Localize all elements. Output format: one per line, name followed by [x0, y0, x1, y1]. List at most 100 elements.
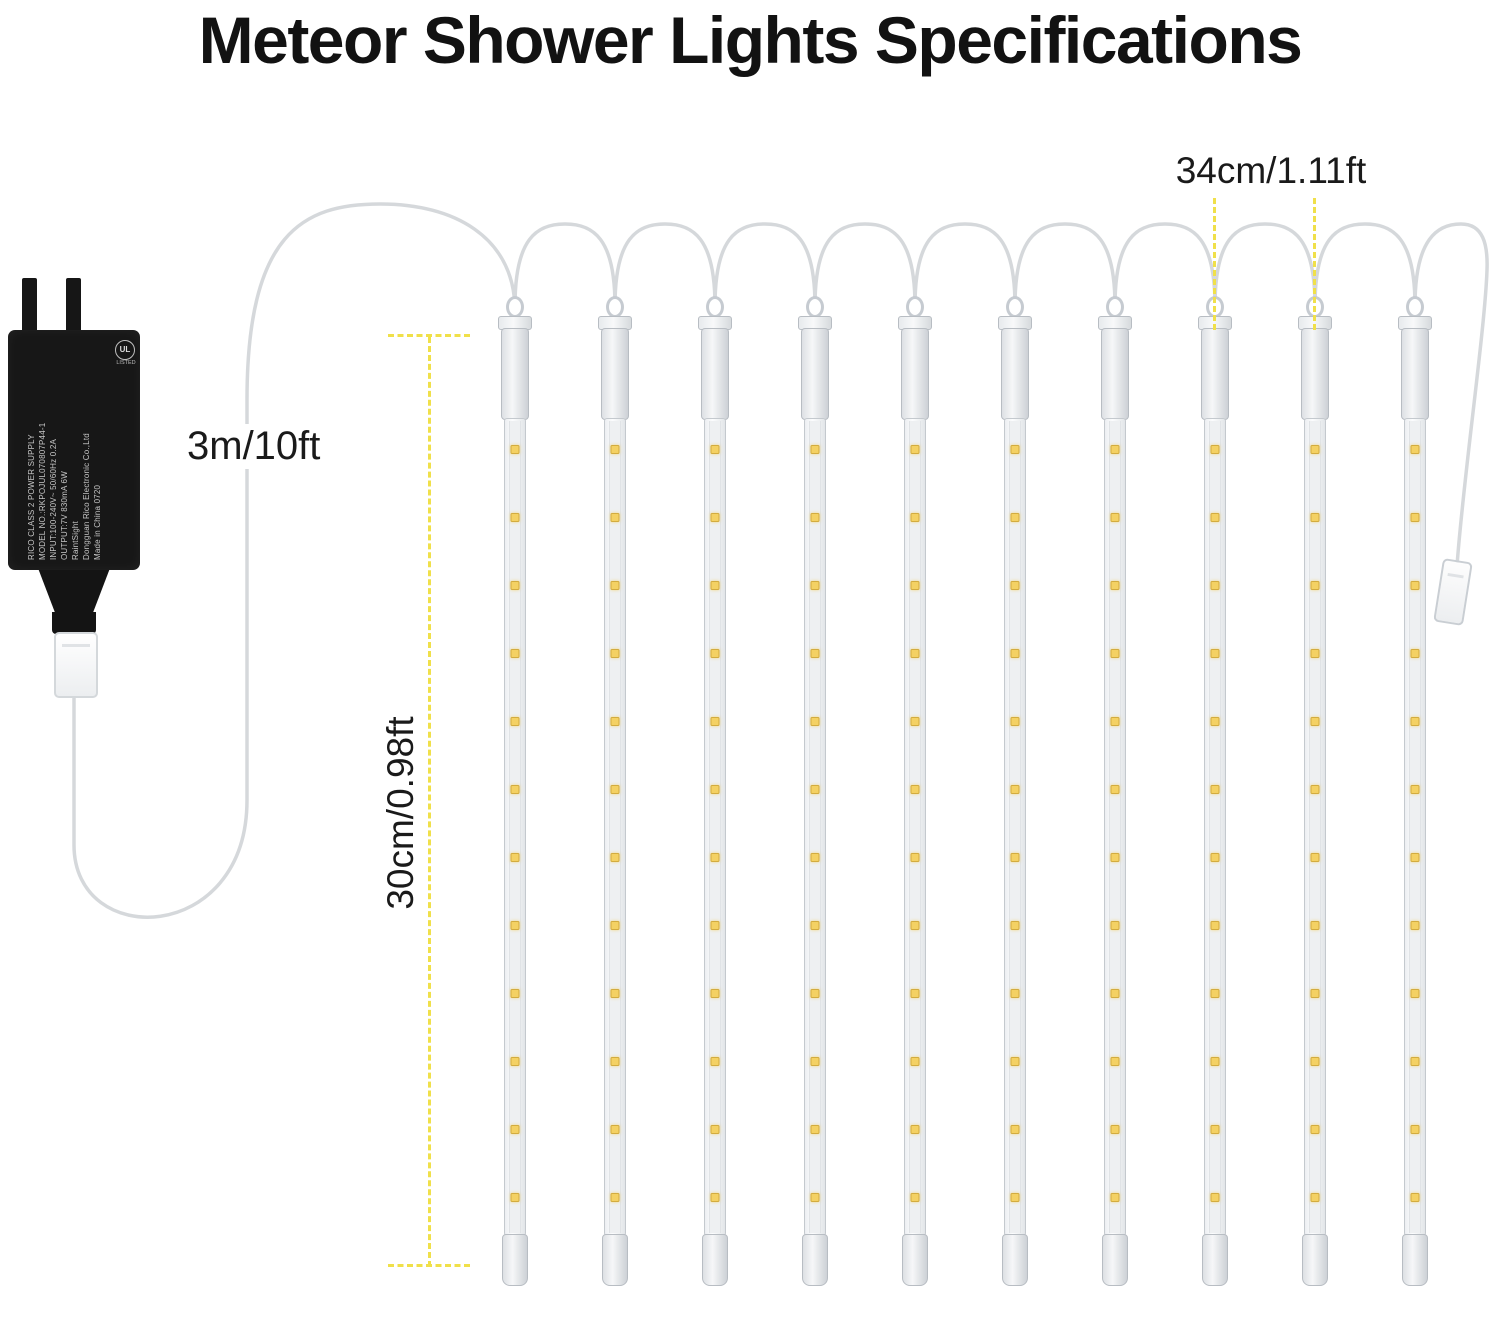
led-chip	[710, 1057, 720, 1066]
led-chip	[1010, 445, 1020, 454]
led-chip	[510, 581, 520, 590]
led-chip	[910, 989, 920, 998]
plug-prong	[66, 278, 81, 336]
led-chip	[710, 853, 720, 862]
tube-end-cap	[1102, 1234, 1128, 1286]
led-chip	[1210, 1193, 1220, 1202]
adapter-label-line: Dongguan Rico Electronic Co.,Ltd	[82, 433, 91, 560]
led-chip	[710, 989, 720, 998]
led-chip	[1110, 853, 1120, 862]
led-chip	[610, 1125, 620, 1134]
led-chip	[510, 513, 520, 522]
led-chip	[910, 649, 920, 658]
led-chip	[1310, 649, 1320, 658]
tube-spacing-label: 34cm/1.11ft	[1152, 150, 1390, 192]
hanging-loop	[806, 296, 824, 318]
led-chip	[1010, 1193, 1020, 1202]
tube-cap	[1201, 328, 1229, 420]
led-chip	[1410, 1057, 1420, 1066]
tube-length-label: 30cm/0.98ft	[380, 684, 422, 942]
tube-cap	[1101, 328, 1129, 420]
led-chip	[910, 921, 920, 930]
led-chip	[510, 1193, 520, 1202]
led-chip	[1410, 1193, 1420, 1202]
length-measure-tick-bottom	[388, 1264, 470, 1267]
led-chip	[1010, 1125, 1020, 1134]
hanging-loop	[606, 296, 624, 318]
led-tube	[1297, 296, 1333, 1291]
led-chip	[510, 785, 520, 794]
page-title: Meteor Shower Lights Specifications	[198, 3, 1303, 77]
led-tube	[1197, 296, 1233, 1291]
led-chip	[1410, 1125, 1420, 1134]
tube-body	[604, 418, 626, 1236]
led-chip	[1010, 853, 1020, 862]
power-adapter: RICO CLASS 2 POWER SUPPLY MODEL NO.:RKPO…	[8, 278, 158, 698]
tube-body	[504, 418, 526, 1236]
led-chip	[610, 581, 620, 590]
tube-end-cap	[1002, 1234, 1028, 1286]
adapter-label-line: MODEL NO.:RKPOJUL070807P44-1	[38, 422, 47, 560]
led-chip	[1110, 989, 1120, 998]
ul-certification-icon: UL	[115, 340, 135, 360]
led-chip	[1310, 1125, 1320, 1134]
led-chip	[1410, 445, 1420, 454]
dc-connector	[54, 632, 98, 698]
tube-cap	[1301, 328, 1329, 420]
led-chip	[1410, 989, 1420, 998]
led-chip	[910, 853, 920, 862]
led-chip	[1310, 513, 1320, 522]
led-chip	[1310, 1193, 1320, 1202]
led-chip	[1210, 1057, 1220, 1066]
led-chip	[510, 717, 520, 726]
plug-prong	[22, 278, 37, 336]
cable-length-label: 3m/10ft	[183, 424, 325, 469]
tube-body	[1404, 418, 1426, 1236]
led-chip	[1110, 1125, 1120, 1134]
led-tube	[997, 296, 1033, 1291]
led-tube	[897, 296, 933, 1291]
led-chip	[910, 513, 920, 522]
adapter-label-line: RICO CLASS 2 POWER SUPPLY	[27, 434, 36, 560]
led-chip	[910, 717, 920, 726]
led-chip	[810, 581, 820, 590]
led-chip	[710, 581, 720, 590]
led-chip	[710, 513, 720, 522]
tube-body	[704, 418, 726, 1236]
led-chip	[510, 445, 520, 454]
led-chip	[1010, 717, 1020, 726]
led-chip	[1210, 717, 1220, 726]
led-chip	[1410, 717, 1420, 726]
led-chip	[610, 717, 620, 726]
led-chip	[1310, 989, 1320, 998]
adapter-label-line: RaintSight	[71, 521, 80, 560]
tube-end-cap	[1402, 1234, 1428, 1286]
led-chip	[1310, 445, 1320, 454]
led-chip	[1110, 513, 1120, 522]
led-chip	[1410, 513, 1420, 522]
led-chip	[1110, 1057, 1120, 1066]
led-chip	[1410, 853, 1420, 862]
led-chip	[710, 921, 720, 930]
led-chip	[810, 649, 820, 658]
led-chip	[1310, 785, 1320, 794]
spacing-measure-line-left	[1213, 198, 1216, 330]
tube-end-cap	[702, 1234, 728, 1286]
led-chip	[1210, 513, 1220, 522]
led-chip	[610, 1193, 620, 1202]
adapter-label: RICO CLASS 2 POWER SUPPLY MODEL NO.:RKPO…	[26, 340, 122, 560]
tube-body	[1204, 418, 1226, 1236]
led-chip	[1110, 649, 1120, 658]
led-chip	[610, 989, 620, 998]
adapter-label-line: OUTPUT:7V 830mA 6W	[60, 471, 69, 560]
led-chip	[710, 445, 720, 454]
led-chip	[1310, 921, 1320, 930]
tube-cap	[501, 328, 529, 420]
led-chip	[1010, 649, 1020, 658]
hanging-loop	[1406, 296, 1424, 318]
led-chip	[1210, 445, 1220, 454]
led-chip	[910, 445, 920, 454]
led-chip	[910, 1057, 920, 1066]
led-chip	[1410, 785, 1420, 794]
